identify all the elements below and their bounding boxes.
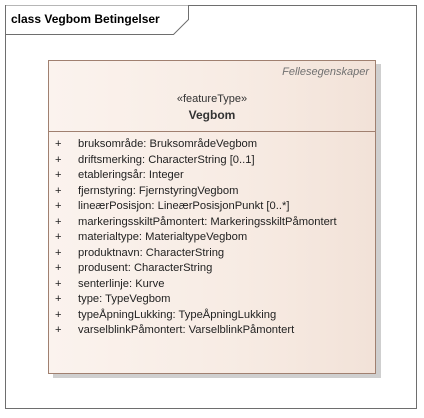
attribute-visibility: + (55, 231, 62, 243)
attribute-text: materialtype: MaterialtypeVegbom (78, 231, 248, 243)
attribute-visibility: + (55, 293, 62, 305)
attribute-row[interactable]: + lineærPosisjon: LineærPosisjonPunkt [0.… (49, 199, 375, 215)
attribute-text: varselblinkPåmontert: VarselblinkPåmonte… (78, 324, 295, 336)
attribute-row[interactable]: + markeringsskiltPåmontert: Markeringsski… (49, 215, 375, 231)
package-name: Fellesegenskaper (282, 66, 369, 78)
attribute-visibility: + (55, 246, 62, 259)
attribute-visibility: + (55, 169, 62, 181)
attribute-row[interactable]: + fjernstyring: FjernstyringVegbom (49, 184, 375, 200)
attribute-text: produsent: CharacterString (78, 262, 213, 274)
attribute-visibility: + (55, 153, 62, 166)
attribute-row[interactable]: + bruksområde: BruksområdeVegbom (49, 137, 375, 153)
attribute-visibility: + (55, 138, 62, 150)
attribute-text: driftsmerking: CharacterString [0..1] (78, 153, 255, 166)
attribute-visibility: + (55, 200, 62, 212)
attribute-text: typeÅpningLukking: TypeÅpningLukking (78, 308, 277, 321)
frame-title-tab (5, 5, 189, 35)
attribute-visibility: + (55, 215, 62, 228)
attribute-row[interactable]: + driftsmerking: CharacterString [0..1] (49, 153, 375, 169)
class-name: Vegbom (188, 108, 236, 122)
attribute-visibility: + (55, 324, 62, 336)
attribute-row[interactable]: + materialtype: MaterialtypeVegbom (49, 230, 375, 246)
attribute-text: produktnavn: CharacterString (78, 246, 225, 259)
attribute-visibility: + (55, 308, 62, 321)
attribute-text: etableringsår: Integer (78, 169, 184, 181)
attribute-row[interactable]: + produsent: CharacterString (49, 261, 375, 277)
attribute-row[interactable]: + varselblinkPåmontert: VarselblinkPåmont… (49, 323, 375, 339)
attribute-list: + bruksområde: BruksområdeVegbom + driftsme… (49, 137, 375, 339)
attribute-text: markeringsskiltPåmontert: Markeringsskil… (78, 215, 337, 228)
diagram-title: class Vegbom Betingelser (11, 12, 160, 26)
class-vegbom[interactable]: Fellesegenskaper «featureType» Vegbom + b… (48, 60, 376, 374)
attribute-text: fjernstyring: FjernstyringVegbom (78, 184, 239, 197)
attribute-visibility: + (55, 262, 62, 274)
class-stereotype: «featureType» (176, 93, 248, 105)
attribute-row[interactable]: + typeÅpningLukking: TypeÅpningLukking (49, 308, 375, 324)
attribute-row[interactable]: + produktnavn: CharacterString (49, 246, 375, 262)
attribute-text: lineærPosisjon: LineærPosisjonPunkt [0..… (78, 200, 290, 212)
attribute-text: bruksområde: BruksområdeVegbom (78, 138, 258, 150)
attribute-visibility: + (55, 277, 62, 290)
attribute-visibility: + (55, 184, 62, 197)
attribute-row[interactable]: + etableringsår: Integer (49, 168, 375, 184)
compartment-divider (49, 131, 375, 132)
attribute-text: senterlinje: Kurve (78, 277, 165, 290)
attribute-row[interactable]: + senterlinje: Kurve (49, 277, 375, 293)
attribute-row[interactable]: + type: TypeVegbom (49, 292, 375, 308)
attribute-text: type: TypeVegbom (78, 293, 171, 305)
